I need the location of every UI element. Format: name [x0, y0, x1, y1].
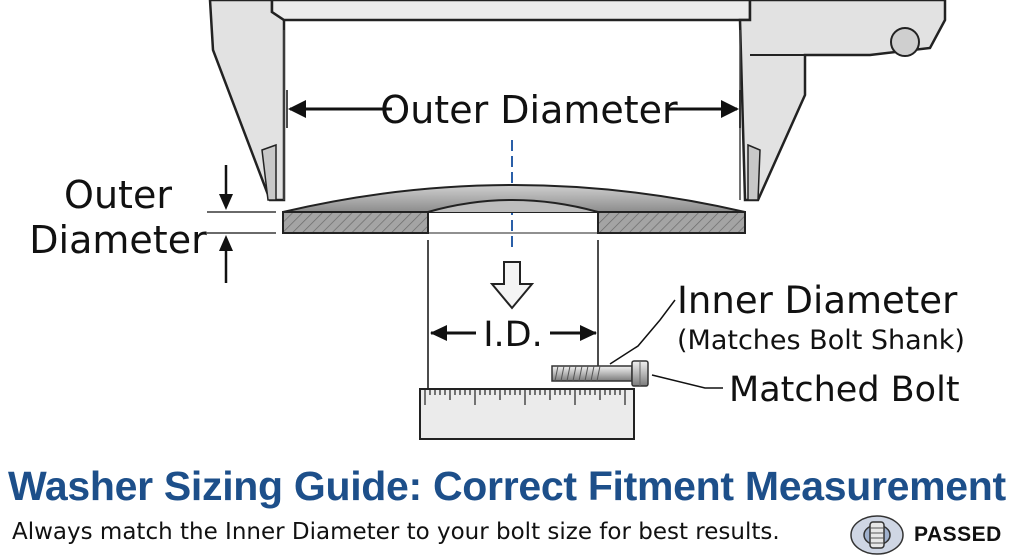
down-arrow-icon: [489, 261, 535, 310]
inner-diameter-dimension: I.D.: [427, 240, 599, 388]
caliper-right-jaw: [738, 0, 947, 202]
bolt-icon: [551, 360, 649, 387]
ruler-icon: [419, 388, 635, 440]
inner-diameter-label: Inner Diameter: [677, 279, 958, 322]
bolt-callout: Matched Bolt: [651, 370, 960, 410]
guide-subtitle: Always match the Inner Diameter to your …: [12, 519, 780, 545]
outer-diameter-top-dimension: Outer Diameter: [286, 88, 741, 132]
caliper-thumb-wheel: [890, 27, 920, 57]
inner-diameter-callout: Inner Diameter (Matches Bolt Shank): [609, 279, 965, 365]
washer-cross-section: [282, 184, 746, 234]
passed-badge-label: PASSED: [914, 523, 1002, 546]
side-label-line1: Outer: [64, 173, 172, 217]
passed-badge: PASSED: [848, 514, 1020, 556]
guide-title: Washer Sizing Guide: Correct Fitment Mea…: [8, 463, 1006, 509]
caliper: [208, 0, 947, 202]
outer-diameter-label: Outer Diameter: [380, 88, 678, 132]
outer-diameter-side-dimension: Outer Diameter: [29, 165, 276, 283]
matched-bolt-label: Matched Bolt: [729, 370, 960, 410]
washer-icon: [850, 515, 904, 555]
inner-diameter-sublabel: (Matches Bolt Shank): [677, 325, 965, 356]
id-label: I.D.: [483, 315, 543, 355]
side-label-line2: Diameter: [29, 218, 207, 262]
